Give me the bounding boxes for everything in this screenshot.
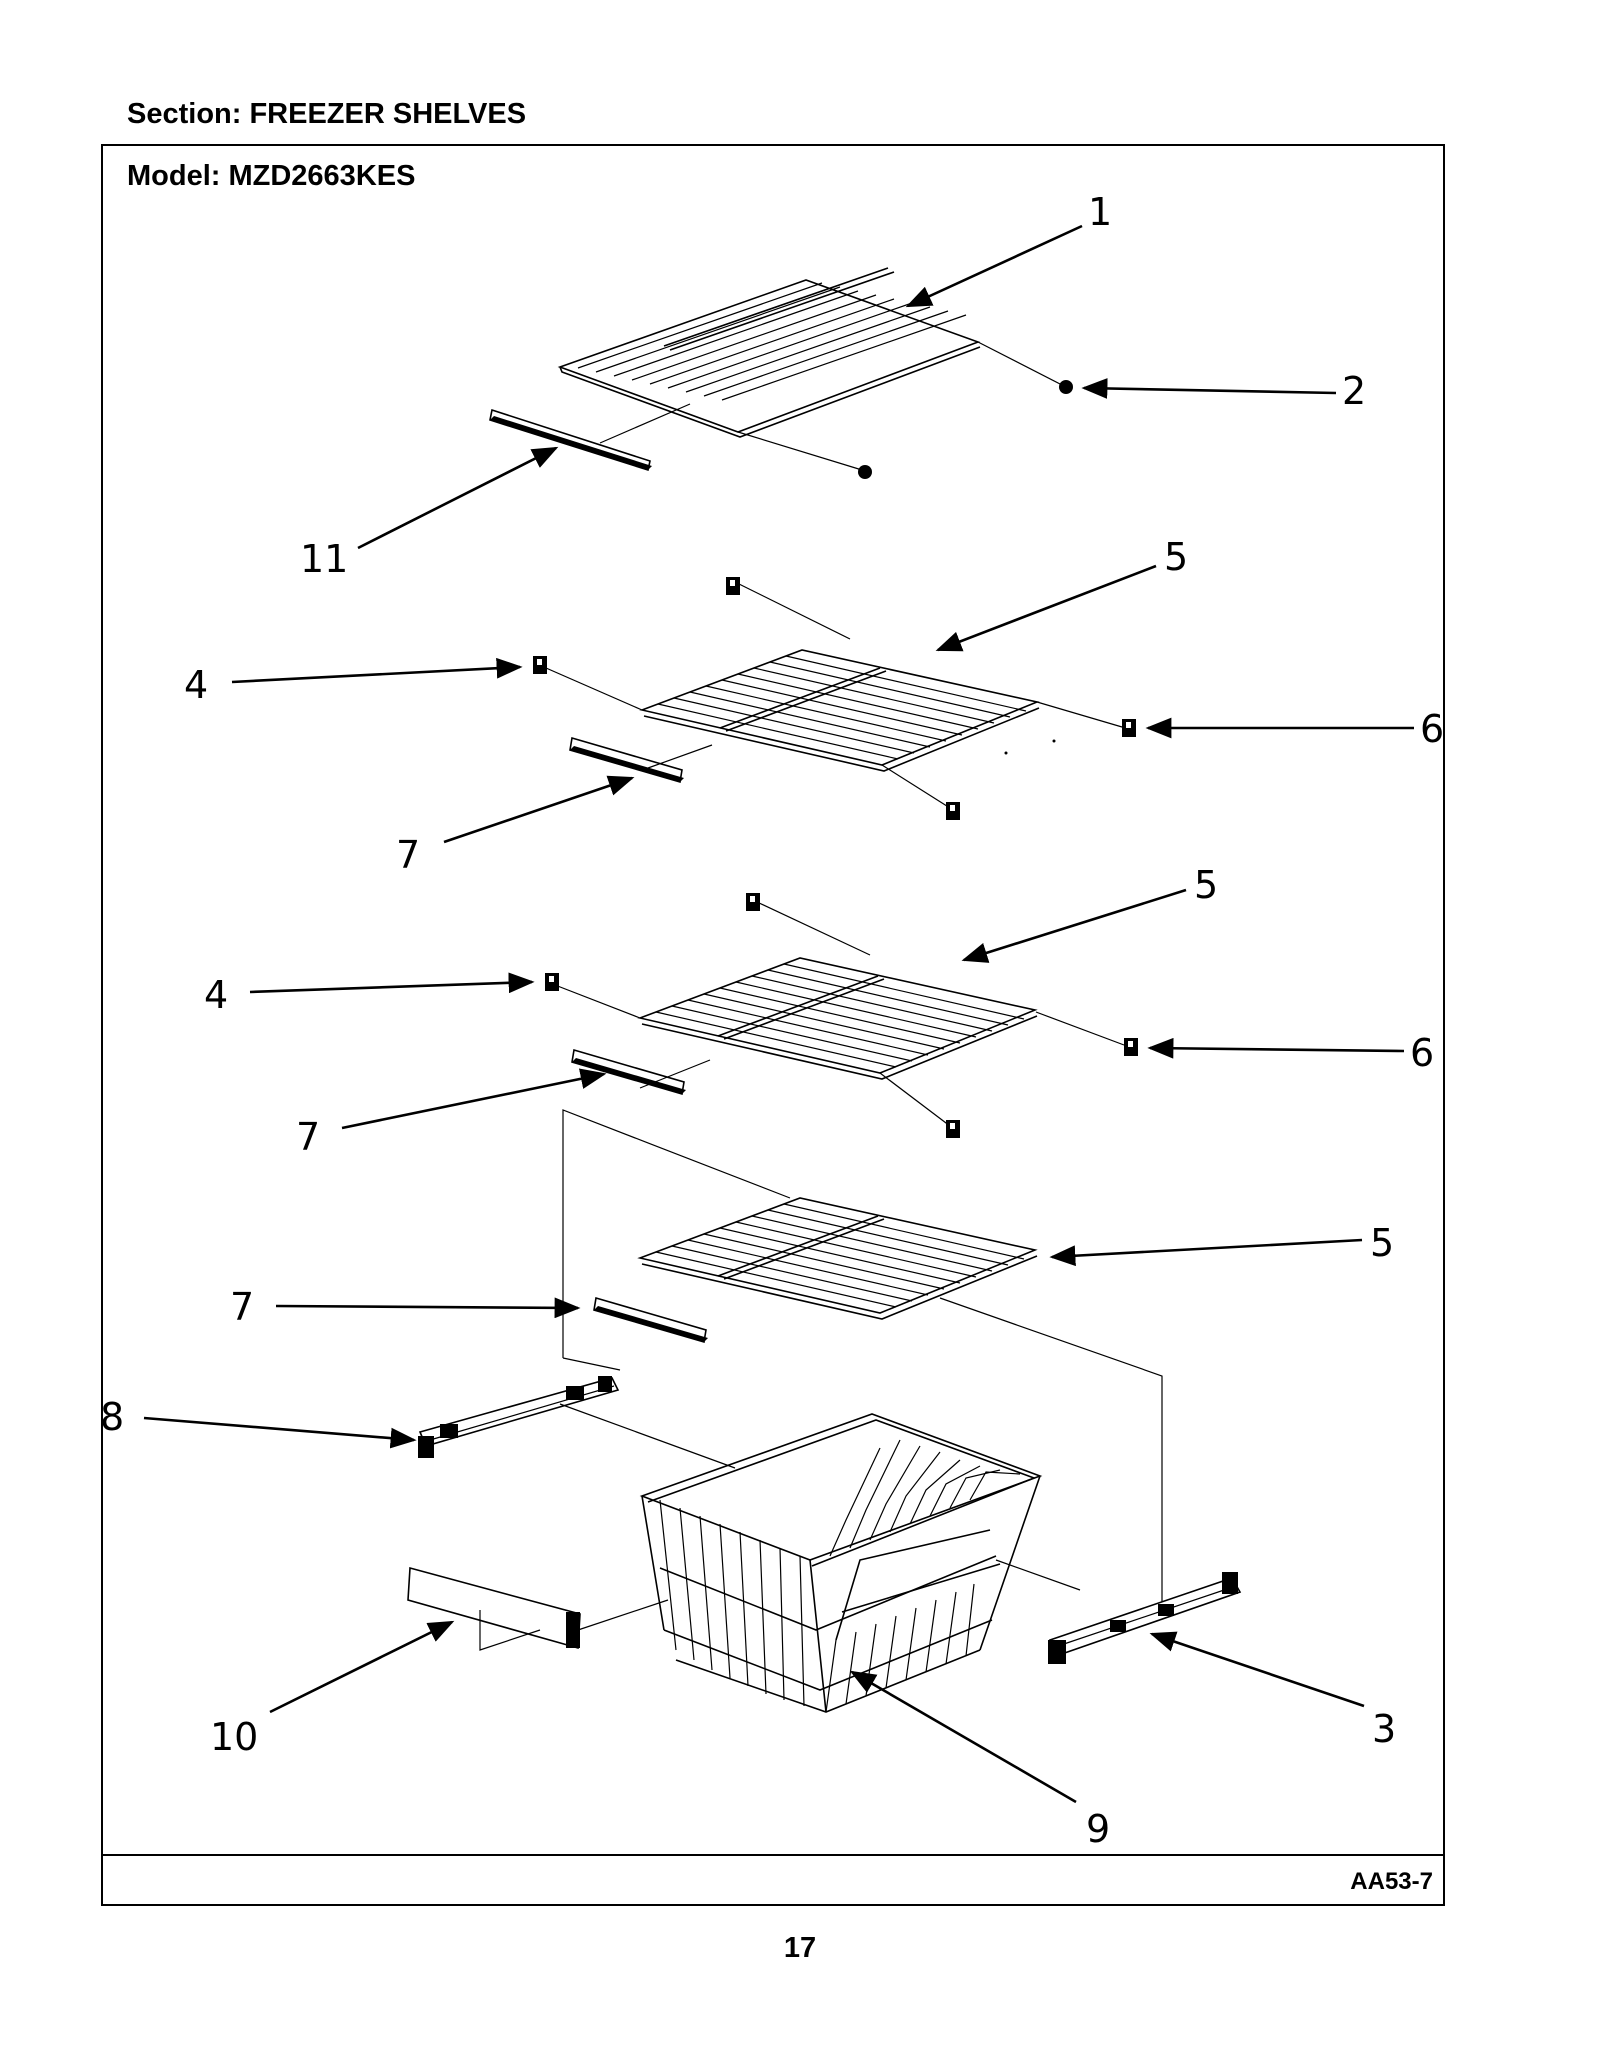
shelf-support-clip xyxy=(726,577,740,595)
leader-7-lower xyxy=(275,1297,581,1319)
stray-mark xyxy=(1004,751,1008,755)
leader-10 xyxy=(269,1620,455,1714)
leader-5-upper xyxy=(935,564,1157,652)
leader-3 xyxy=(1149,1631,1365,1708)
callout-5-upper: 5 xyxy=(1164,535,1188,579)
page-number: 17 xyxy=(783,1932,817,1964)
model-title: Model: MZD2663KES xyxy=(127,160,416,192)
leader-arrows xyxy=(143,224,1414,1804)
leader-11 xyxy=(357,446,559,550)
callout-1: 1 xyxy=(1088,190,1112,234)
callout-4-middle: 4 xyxy=(204,973,228,1017)
callout-6-upper: 6 xyxy=(1420,707,1444,751)
diagram-frame: Model: MZD2663KES AA53-7 xyxy=(101,144,1445,1906)
wire-shelf-5-middle xyxy=(639,957,1038,1080)
right-drawer-slide-3 xyxy=(1048,1572,1242,1664)
leader-8 xyxy=(143,1416,417,1449)
leader-7-middle xyxy=(341,1068,607,1130)
shelf-front-trim-11 xyxy=(489,408,652,472)
callout-4-upper: 4 xyxy=(184,663,208,707)
shelf-support-clip xyxy=(946,1120,960,1138)
leader-6-middle xyxy=(1147,1037,1405,1059)
drawing-code: AA53-7 xyxy=(1350,1868,1433,1895)
leader-4-middle xyxy=(249,972,535,994)
wire-shelf-5-upper xyxy=(641,649,1040,772)
leader-2 xyxy=(1081,378,1337,399)
wire-drawer-basket-9 xyxy=(639,1413,1043,1713)
stray-mark xyxy=(1052,739,1056,743)
assembly-guide-line xyxy=(939,1297,1163,1605)
left-drawer-slide-8 xyxy=(418,1376,620,1458)
shelf-front-trim-7 xyxy=(571,1049,687,1095)
shelf-support-clip-6 xyxy=(1124,1038,1138,1056)
callout-9: 9 xyxy=(1086,1807,1110,1851)
callout-7-lower: 7 xyxy=(230,1285,254,1329)
shelf-endcap-2 xyxy=(1059,380,1073,394)
leader-4-upper xyxy=(231,657,523,684)
callout-3: 3 xyxy=(1372,1707,1396,1751)
leader-7-upper xyxy=(443,775,635,844)
leader-5-middle xyxy=(961,888,1187,963)
leader-1 xyxy=(905,224,1083,308)
leader-9 xyxy=(849,1670,1077,1804)
callout-10: 10 xyxy=(210,1715,258,1759)
callout-7-upper: 7 xyxy=(396,833,420,877)
callout-8: 8 xyxy=(100,1395,124,1439)
drawer-front-trim-10 xyxy=(407,1566,581,1651)
section-title: Section: FREEZER SHELVES xyxy=(127,98,527,130)
shelf-support-clip xyxy=(746,893,760,911)
wire-shelf-5-lower xyxy=(639,1197,1038,1320)
callout-6-middle: 6 xyxy=(1410,1031,1434,1075)
shelf-support-clip-6 xyxy=(1122,719,1136,737)
shelf-front-trim-7 xyxy=(569,737,685,783)
shelf-support-clip-4 xyxy=(545,973,559,991)
leader-5-lower xyxy=(1049,1238,1363,1267)
shelf-endcap xyxy=(858,465,872,479)
callout-7-middle: 7 xyxy=(296,1115,320,1159)
shelf-support-clip-4 xyxy=(533,656,547,674)
callout-5-middle: 5 xyxy=(1194,863,1218,907)
footer-divider xyxy=(103,1854,1443,1856)
assembly-guide-line xyxy=(562,1109,791,1358)
callout-5-lower: 5 xyxy=(1370,1221,1394,1265)
callout-11: 11 xyxy=(300,537,348,581)
shelf-front-trim-7 xyxy=(593,1297,709,1343)
top-wire-shelf xyxy=(557,267,1063,471)
shelf-support-clip xyxy=(946,802,960,820)
callout-2: 2 xyxy=(1342,369,1366,413)
